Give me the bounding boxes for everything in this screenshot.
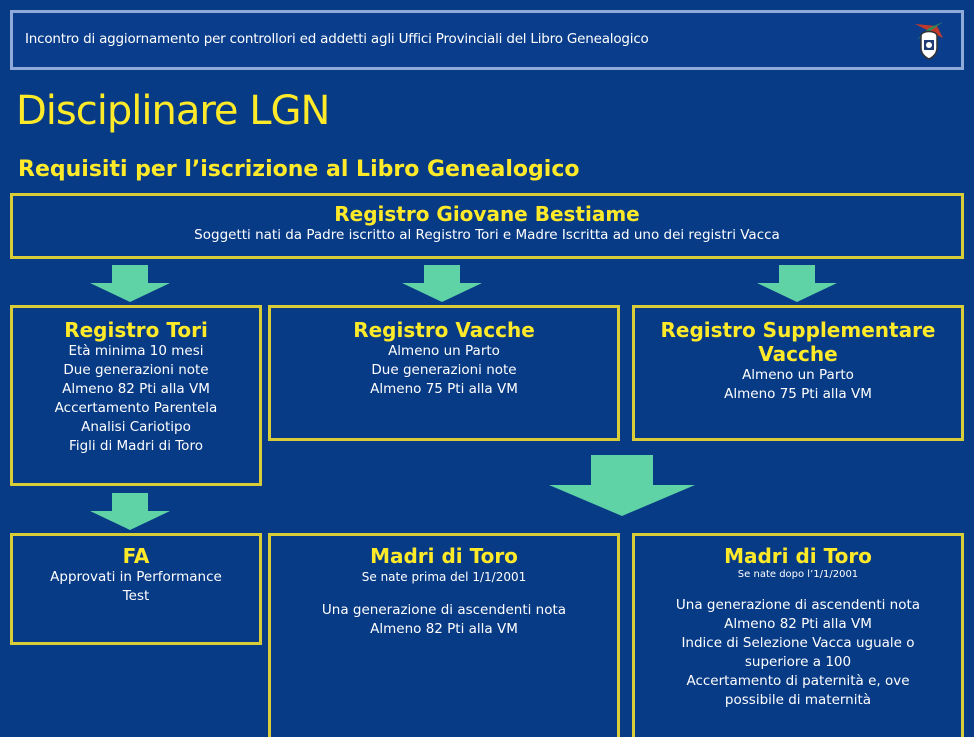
registro-tori-line: Accertamento Parentela (54, 400, 218, 416)
registro-vacche-line: Almeno 75 Pti alla VM (370, 381, 518, 397)
madri-toro-prima-title: Madri di Toro (370, 544, 518, 568)
registro-tori-title: Registro Tori (64, 318, 208, 342)
registro-tori-line: Analisi Cariotipo (81, 419, 191, 435)
arrow-down-icon (90, 493, 170, 530)
registro-tori-line: Due generazioni note (63, 362, 209, 378)
madri-toro-prima-line: Almeno 82 Pti alla VM (370, 621, 518, 637)
registro-supplementare-line: Almeno 75 Pti alla VM (724, 386, 872, 402)
madri-toro-dopo-line: superiore a 100 (744, 654, 852, 670)
registro-tori-box: Registro Tori Età minima 10 mesi Due gen… (10, 305, 262, 486)
fa-line: Approvati in Performance (50, 569, 222, 585)
madri-toro-dopo-title: Madri di Toro (724, 544, 872, 568)
registro-vacche-line: Almeno un Parto (388, 343, 500, 359)
madri-toro-dopo-line: Una generazione di ascendenti nota (675, 597, 921, 613)
madri-toro-dopo-line: possibile di maternità (724, 692, 872, 708)
madri-toro-dopo-box: Madri di Toro Se nate dopo l’1/1/2001 Un… (632, 533, 964, 737)
fa-line: Test (122, 588, 150, 604)
giovane-bestiame-box: Registro Giovane Bestiame Soggetti nati … (10, 193, 964, 259)
madri-toro-prima-line: Una generazione di ascendenti nota (321, 602, 567, 618)
fa-title: FA (122, 544, 150, 568)
registro-supplementare-title: Vacche (758, 342, 838, 366)
madri-toro-dopo-line: Indice di Selezione Vacca uguale o (681, 635, 915, 651)
madri-toro-prima-box: Madri di Toro Se nate prima del 1/1/2001… (268, 533, 620, 737)
giovane-bestiame-title: Registro Giovane Bestiame (334, 202, 640, 226)
madri-toro-dopo-note: Se nate dopo l’1/1/2001 (737, 569, 859, 580)
header-banner: Incontro di aggiornamento per controllor… (10, 10, 964, 70)
madri-toro-dopo-line: Almeno 82 Pti alla VM (724, 616, 872, 632)
arrow-down-icon (90, 265, 170, 302)
madri-toro-dopo-line: Accertamento di paternità e, ove (686, 673, 910, 689)
arrow-down-icon (549, 455, 695, 516)
arrow-down-icon (402, 265, 482, 302)
registro-vacche-title: Registro Vacche (353, 318, 535, 342)
registro-vacche-line: Due generazioni note (371, 362, 517, 378)
registro-tori-line: Età minima 10 mesi (68, 343, 204, 359)
registro-supplementare-line: Almeno un Parto (742, 367, 854, 383)
banner-text: Incontro di aggiornamento per controllor… (25, 31, 649, 47)
emblem-icon (915, 22, 943, 60)
registro-tori-line: Figli di Madri di Toro (69, 438, 203, 454)
fa-box: FA Approvati in Performance Test (10, 533, 262, 645)
registro-tori-line: Almeno 82 Pti alla VM (62, 381, 210, 397)
registro-vacche-box: Registro Vacche Almeno un Parto Due gene… (268, 305, 620, 441)
registro-supplementare-box: Registro Supplementare Vacche Almeno un … (632, 305, 964, 441)
giovane-bestiame-text: Soggetti nati da Padre iscritto al Regis… (194, 227, 780, 243)
registro-supplementare-title: Registro Supplementare (660, 318, 936, 342)
madri-toro-prima-note: Se nate prima del 1/1/2001 (361, 570, 527, 584)
page-title: Disciplinare LGN (16, 88, 330, 134)
page-subtitle: Requisiti per l’iscrizione al Libro Gene… (18, 157, 580, 182)
arrow-down-icon (757, 265, 837, 302)
